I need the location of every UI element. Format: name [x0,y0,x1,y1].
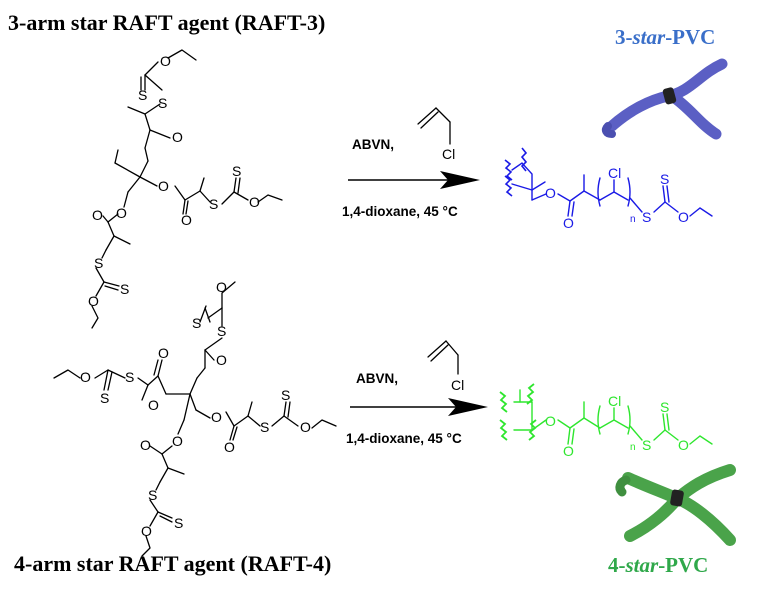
reaction2-reagent: ABVN, [356,371,398,386]
reaction1-monomer [417,107,451,145]
raft4-atom-s1: S [192,315,201,331]
product4-star-model [615,464,736,546]
raft4-atom-s7: S [148,487,157,503]
reaction1-conditions: 1,4-dioxane, 45 °C [342,204,458,219]
product3-structure [511,162,713,217]
product3-atom-o3: O [678,209,689,225]
raft3-atom-o4: O [181,212,192,228]
reaction1-reagent: ABVN, [352,137,394,152]
product4-atom-o1: O [545,413,556,429]
raft4-atom-o9: O [172,433,183,449]
reaction1-arrow-head [440,171,480,189]
raft3-atom-o1: O [160,53,171,69]
raft3-atom-s5: S [94,255,103,271]
product3-atom-s2: S [660,171,669,187]
product4-title: 4-star-PVC [608,553,708,577]
raft4-atom-o10: O [140,437,151,453]
product3-title-prefix: 3- [615,25,633,49]
product3-atom-o1: O [545,185,556,201]
product3-cl: Cl [608,165,621,181]
reaction2-monomer-cl: Cl [451,377,464,393]
raft4-atom-s5: S [260,419,269,435]
raft4-atom-s8: S [174,515,183,531]
reaction2: ABVN, 1,4-dioxane, 45 °C Cl [346,340,488,446]
raft4-atom-o5: O [148,397,159,413]
raft3-atom-o2: O [172,129,183,145]
raft4-atom-o1: O [216,279,227,295]
raft3-atom-o8: O [88,293,99,309]
raft4-atom-o11: O [141,523,152,539]
raft3-atom-s3: S [209,196,218,212]
product4-atom-o3: O [678,437,689,453]
raft3-atom-o7: O [92,207,103,223]
raft4-title: 4-arm star RAFT agent (RAFT-4) [14,551,331,576]
raft3-structure [91,49,283,329]
raft4-atom-labels: O S S O O S S O O O O S S O O O S S O [80,279,311,539]
product4-atom-o2: O [563,443,574,459]
product4-wavy-bonds [499,383,537,441]
product3-n: n [630,214,636,225]
raft4-structure [53,281,337,557]
product3-title: 3-star-PVC [615,25,715,49]
product4-atom-s2: S [660,399,669,415]
raft4-atom-o3: O [80,369,91,385]
raft4-atom-o2: O [216,352,227,368]
product3-wavy-bonds [504,147,528,197]
product4-n: n [630,442,636,453]
product3-atom-o2: O [563,215,574,231]
reaction2-conditions: 1,4-dioxane, 45 °C [346,431,462,446]
raft4-atom-o7: O [224,439,235,455]
product4-structure [513,389,713,445]
raft4-atom-o8: O [300,419,311,435]
product4-title-suffix: -PVC [658,553,708,577]
reaction2-monomer [427,340,459,375]
raft3-atom-s2: S [158,95,167,111]
raft4-atom-s3: S [100,390,109,406]
product3-atom-s1: S [642,209,651,225]
raft4-atom-o6: O [211,409,222,425]
raft3-atom-s4: S [232,163,241,179]
reaction1: ABVN, 1,4-dioxane, 45 °C Cl [342,107,480,219]
raft3-atom-s1: S [138,87,147,103]
reaction2-arrow-head [448,398,488,416]
reaction1-monomer-cl: Cl [442,146,455,162]
product4-atom-labels: O O Cl n S S O [545,393,689,459]
product3-star-model [601,58,728,140]
raft3-atom-o5: O [249,194,260,210]
raft3-title: 3-arm star RAFT agent (RAFT-3) [8,10,325,35]
product4-title-italic: star [625,553,660,577]
product4-atom-s1: S [642,437,651,453]
raft3-atom-o3: O [158,178,169,194]
raft3-atom-s6: S [120,281,129,297]
raft4-atom-o4: O [158,345,169,361]
raft3-atom-o6: O [116,205,127,221]
product3-atom-labels: O O Cl n S S O [545,165,689,231]
raft4-atom-s2: S [217,323,226,339]
product3-title-suffix: -PVC [665,25,715,49]
raft4-atom-s6: S [281,387,290,403]
product3-title-italic: star [632,25,667,49]
raft3-atom-labels: O S S O O O S S O O O S S O [88,53,260,309]
raft4-atom-s4: S [125,369,134,385]
product4-cl: Cl [608,393,621,409]
product4-title-prefix: 4- [608,553,626,577]
